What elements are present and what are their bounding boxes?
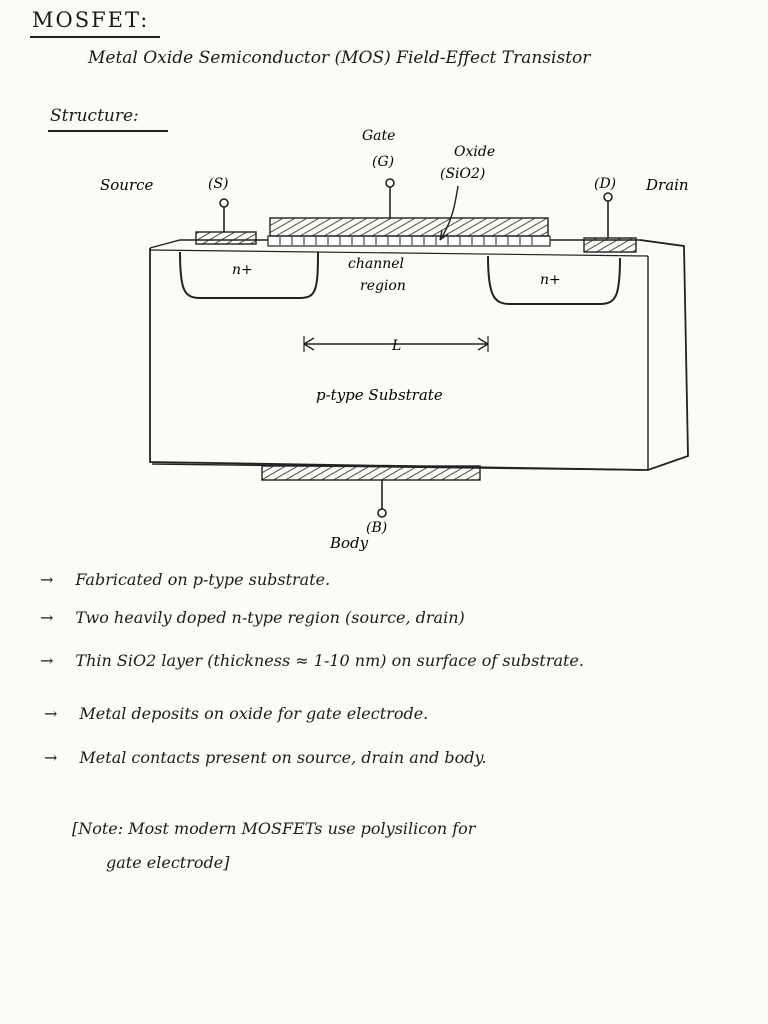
footnote: [Note: Most modern MOSFETs use polysilic… — [72, 812, 475, 880]
source-symbol: (S) — [208, 176, 229, 192]
oxide-label: Oxide — [454, 144, 495, 160]
body-label: Body — [329, 534, 369, 552]
channel-length-label: L — [391, 338, 401, 354]
channel-label-line2: region — [360, 278, 406, 294]
title-underline — [30, 36, 160, 38]
arrow-icon: → — [40, 608, 54, 627]
oxide-tick-marks — [279, 237, 533, 245]
oxide-pointer-arrow — [439, 185, 459, 241]
arrow-icon: → — [44, 704, 58, 723]
substrate-outline — [149, 239, 689, 471]
bullet-item: →Two heavily doped n-type region (source… — [40, 608, 465, 627]
oxide-symbol: (SiO2) — [440, 166, 485, 182]
body-symbol: (B) — [366, 520, 387, 536]
bullet-item: →Thin SiO2 layer (thickness ≈ 1-10 nm) o… — [40, 651, 584, 670]
channel-label-line1: channel — [348, 256, 404, 272]
arrow-icon: → — [44, 748, 58, 767]
source-label: Source — [100, 176, 154, 194]
source-n-region — [179, 251, 319, 299]
page-subtitle: Metal Oxide Semiconductor (MOS) Field-Ef… — [88, 48, 591, 68]
arrow-icon: → — [40, 570, 54, 589]
drain-symbol: (D) — [594, 176, 616, 192]
drain-n-region — [487, 255, 621, 305]
drain-label: Drain — [645, 176, 689, 194]
page-title: MOSFET: — [32, 8, 150, 32]
mosfet-diagram: Gate (G) Oxide (SiO2) Source (S) (D) Dra… — [100, 128, 689, 552]
arrow-icon: → — [40, 651, 54, 670]
bullet-item: →Metal contacts present on source, drain… — [44, 748, 487, 767]
n-plus-right-label: n+ — [540, 272, 561, 288]
section-title: Structure: — [50, 106, 139, 126]
gate-metal-electrode — [269, 217, 549, 237]
source-metal-contact — [195, 231, 257, 245]
body-metal-contact — [261, 465, 481, 481]
n-plus-left-label: n+ — [232, 262, 253, 278]
gate-symbol: (G) — [372, 154, 394, 170]
footnote-line1: [Note: Most modern MOSFETs use polysilic… — [72, 819, 476, 838]
substrate-label: p-type Substrate — [316, 386, 443, 404]
gate-label: Gate — [362, 128, 395, 144]
drain-metal-contact — [583, 237, 637, 253]
bullet-item: →Fabricated on p-type substrate. — [40, 570, 331, 589]
section-underline — [48, 130, 168, 132]
bullet-item: →Metal deposits on oxide for gate electr… — [44, 704, 429, 723]
footnote-line2: gate electrode] — [106, 853, 230, 872]
